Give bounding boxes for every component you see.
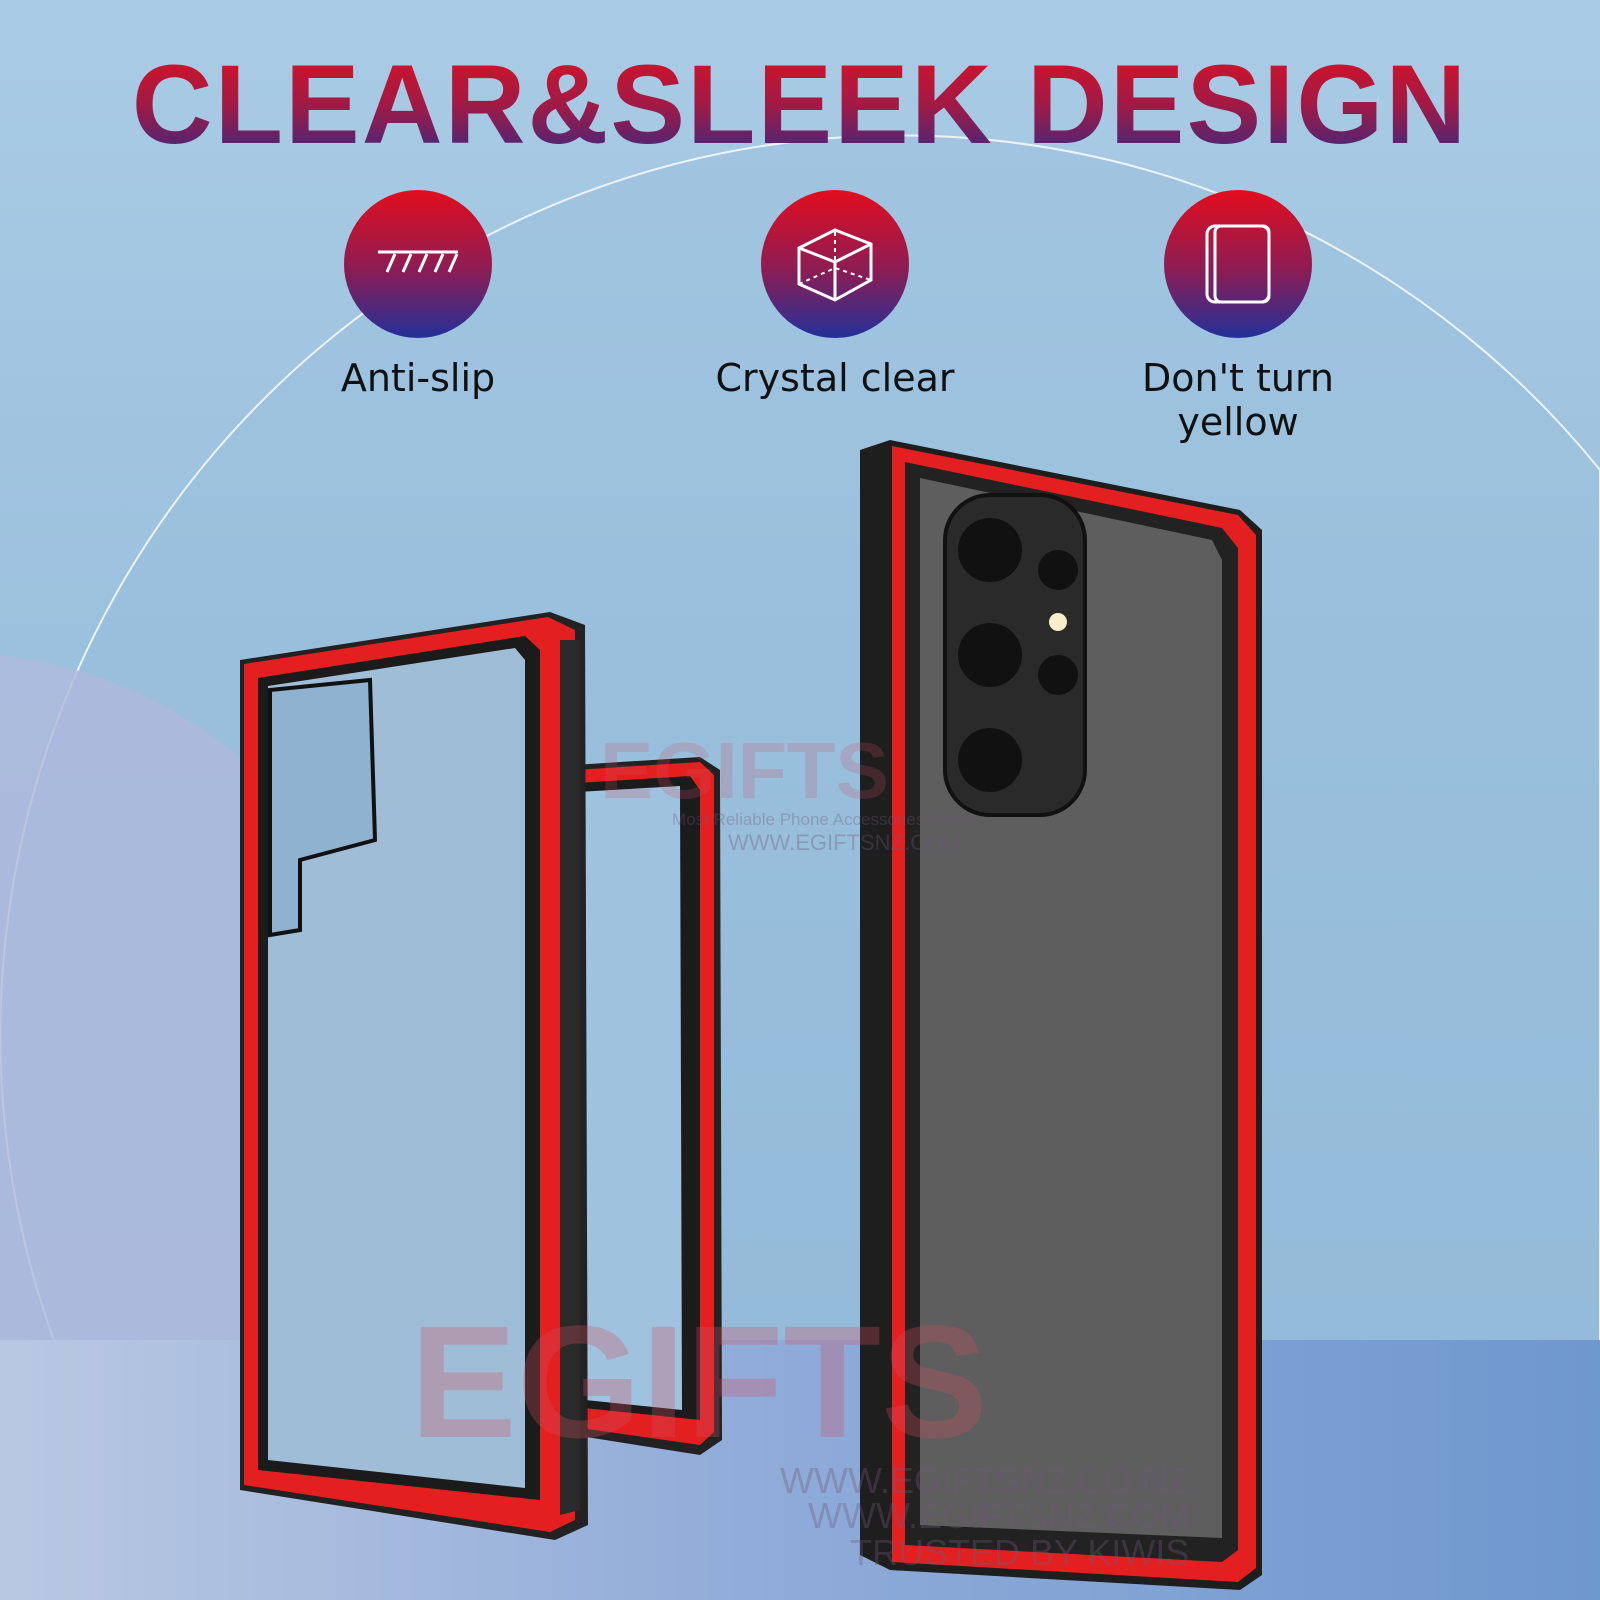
anti-slip-icon bbox=[344, 190, 492, 338]
watermark-trusted: TRUSTED BY KIWIS bbox=[850, 1532, 1190, 1573]
watermark-brand: EGIFTS bbox=[600, 726, 889, 815]
watermark-tagline: Most Reliable Phone Accessories Store bbox=[672, 810, 970, 829]
watermark-url-com: WWW.EGIFTSNZ.COM bbox=[808, 1495, 1190, 1536]
clear-case-front bbox=[240, 612, 588, 1540]
feature-no-yellow: Don't turn yellow bbox=[1088, 190, 1388, 444]
phone-case-icon bbox=[1164, 190, 1312, 338]
feature-crystal-clear: Crystal clear bbox=[685, 190, 985, 400]
feature-label: Crystal clear bbox=[715, 356, 955, 400]
cube-icon bbox=[761, 190, 909, 338]
watermark-url-nz: WWW.EGIFTSNZ.CO.NZ bbox=[780, 1460, 1190, 1501]
phone-in-case bbox=[860, 440, 1262, 1590]
page-title: CLEAR&SLEEK DESIGN bbox=[0, 40, 1600, 169]
feature-label: Don't turn yellow bbox=[1141, 356, 1335, 444]
watermark-url: WWW.EGIFTSNZ.COM bbox=[728, 830, 962, 855]
feature-label: Anti-slip bbox=[340, 356, 496, 400]
watermark-brand-large: EGIFTS bbox=[410, 1292, 988, 1471]
feature-anti-slip: Anti-slip bbox=[268, 190, 568, 400]
